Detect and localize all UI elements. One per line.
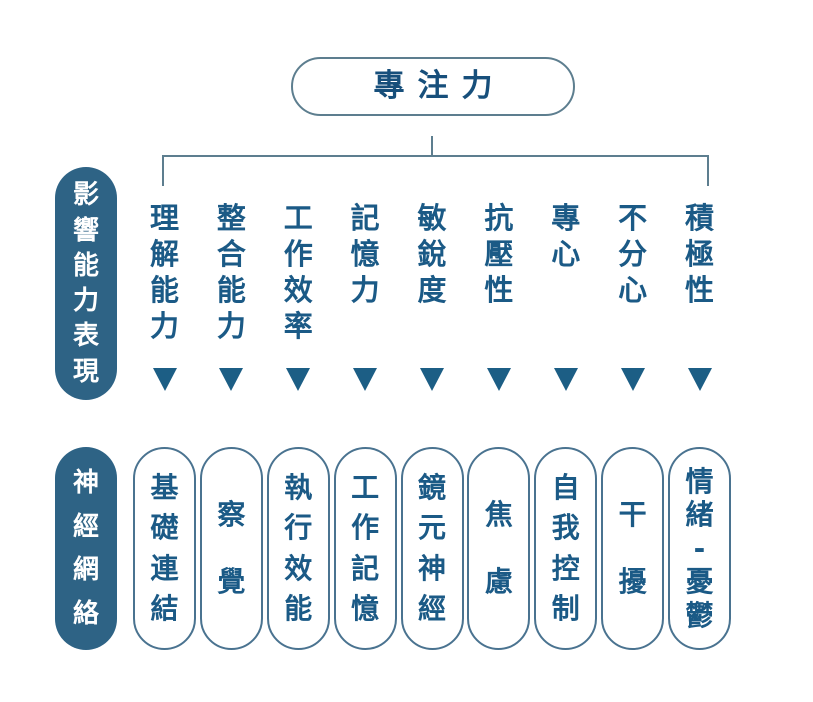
row-label-abilities: 影響能力表現 xyxy=(55,167,117,400)
network-pill: 工作記憶 xyxy=(333,447,397,650)
network-label: 焦慮 xyxy=(484,498,513,598)
row-label-networks-text: 神經網絡 xyxy=(72,468,99,629)
down-arrow-icon xyxy=(553,368,578,391)
ability-header-row: 理解能力 整合能力 工作效率 記憶力 敏銳度 抗壓性 專心 不分心 積極性 xyxy=(133,204,731,341)
network-pill: 干擾 xyxy=(601,447,665,650)
ability-label: 專心 xyxy=(551,201,581,271)
network-label: 自我控制 xyxy=(551,471,580,625)
network-pill: 基礎連結 xyxy=(133,447,196,650)
page-title: 專注力 xyxy=(373,68,506,104)
ability-label: 整合能力 xyxy=(216,201,246,343)
network-label: 鏡元神經 xyxy=(417,471,446,625)
network-pill: 情緒-憂鬱 xyxy=(668,447,731,650)
ability-label: 記憶力 xyxy=(350,201,380,307)
title-box: 專注力 xyxy=(291,57,575,116)
ability-label: 理解能力 xyxy=(149,201,179,343)
network-pill: 察覺 xyxy=(199,447,263,650)
network-pill: 執行效能 xyxy=(266,447,330,650)
down-arrow-icon xyxy=(353,368,378,391)
network-label: 工作記憶 xyxy=(351,471,380,625)
down-arrow-icon xyxy=(219,368,244,391)
network-label: 情緒-憂鬱 xyxy=(685,464,714,632)
down-arrow-icon xyxy=(420,368,444,391)
network-pill: 焦慮 xyxy=(467,447,531,650)
ability-label: 敏銳度 xyxy=(417,201,447,307)
network-pill-row: 基礎連結 察覺 執行效能 工作記憶 鏡元神經 焦慮 自我控制 干擾 情緒-憂鬱 xyxy=(133,447,731,650)
ability-label: 抗壓性 xyxy=(484,201,514,307)
network-pill: 鏡元神經 xyxy=(400,447,464,650)
down-arrow-icon xyxy=(620,368,645,391)
down-arrow-icon xyxy=(286,368,311,391)
ability-label: 工作效率 xyxy=(283,201,313,343)
row-label-networks: 神經網絡 xyxy=(55,447,117,650)
network-pill: 自我控制 xyxy=(534,447,598,650)
down-arrow-icon xyxy=(152,368,177,391)
down-arrow-icon xyxy=(486,368,511,391)
ability-label: 不分心 xyxy=(618,201,648,307)
ability-label: 積極性 xyxy=(684,201,714,307)
connector-drop-left xyxy=(162,155,164,186)
connector-horizontal xyxy=(162,155,709,157)
network-label: 干擾 xyxy=(618,498,647,598)
connector-stem xyxy=(431,136,433,156)
arrow-row xyxy=(133,368,731,391)
row-label-abilities-text: 影響能力表現 xyxy=(72,180,99,387)
connector-drop-right xyxy=(707,155,709,186)
network-label: 執行效能 xyxy=(284,471,313,625)
network-label: 基礎連結 xyxy=(150,471,179,625)
down-arrow-icon xyxy=(687,368,712,391)
network-label: 察覺 xyxy=(217,498,246,598)
